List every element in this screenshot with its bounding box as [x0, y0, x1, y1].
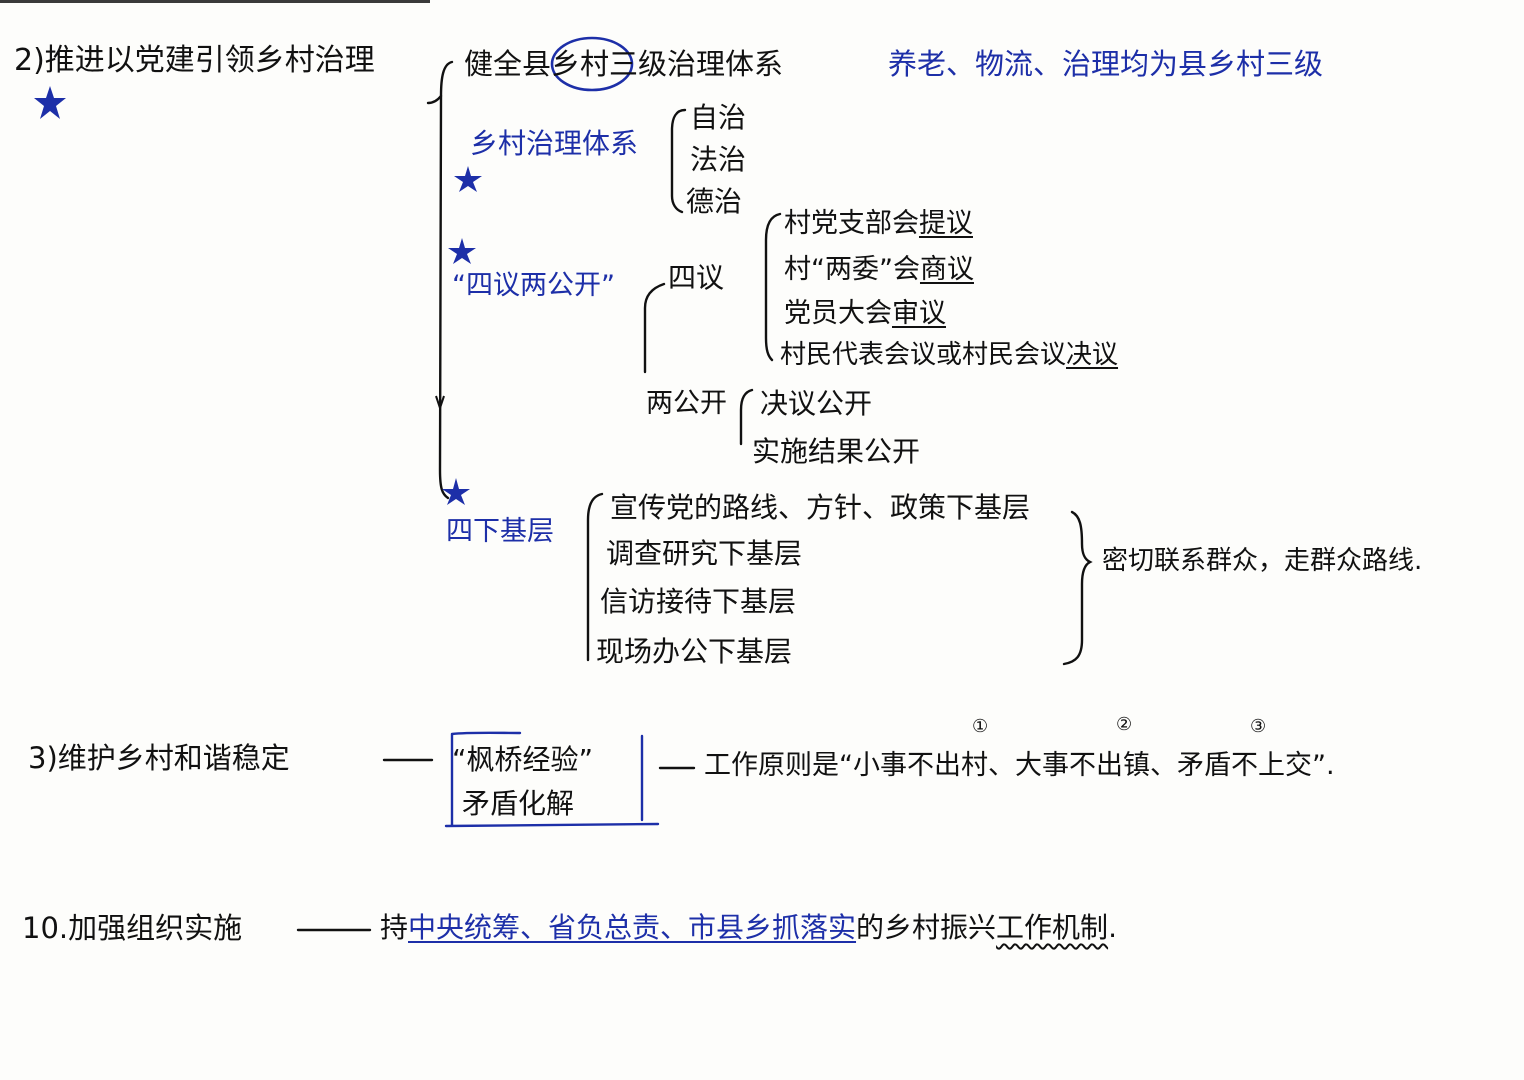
governance-item: 德治 [686, 185, 743, 218]
star-icon [454, 166, 482, 192]
section10-heading: 10.加强组织实施 [22, 911, 243, 945]
top-branch-prefix: 健全 [464, 47, 523, 81]
top-branch: 健全县乡村三级治理体系 [464, 50, 783, 79]
conflict-resolution-label: 矛盾化解 [462, 787, 575, 820]
top-edge-line [0, 0, 430, 3]
siyi-item: 党员大会审议 [784, 298, 946, 329]
top-branch-circled: 县乡村 [522, 47, 610, 81]
mechanism-wavy: 工作机制 [996, 911, 1109, 944]
mechanism-blue: 中央统筹、省负总责、市县乡抓落实 [408, 911, 857, 944]
liangkai-bracket [739, 388, 754, 446]
top-branch-suffix: 三级治理体系 [609, 47, 784, 81]
siyi-label: 四议 [668, 261, 725, 294]
four-down-item: 现场办公下基层 [596, 635, 793, 668]
four-down-close-bracket [1062, 510, 1093, 666]
mechanism-black: 的乡村振兴 [856, 911, 997, 944]
governance-label: 乡村治理体系 [470, 127, 639, 160]
siyi-item-keyword: 审议 [892, 298, 946, 329]
principle-1: 小事不出村 [853, 750, 988, 781]
section10-prefix: 持 [380, 911, 409, 944]
circle-highlight [550, 36, 634, 92]
siyi-item: 村党支部会提议 [784, 208, 973, 239]
fengqiao-box [444, 731, 660, 828]
four-down-summary: 密切联系群众，走群众路线. [1102, 546, 1423, 576]
principle-3: 矛盾不上交 [1177, 750, 1312, 781]
liangkai-item: 决议公开 [760, 387, 873, 420]
principle-prefix: 工作原则是“ [704, 750, 853, 781]
star-icon [34, 86, 66, 119]
marker-3: ③ [1250, 716, 1267, 737]
four-down-item: 宣传党的路线、方针、政策下基层 [610, 491, 1031, 524]
governance-bracket [670, 108, 687, 214]
principle-2: 大事不出镇 [1015, 750, 1150, 781]
four-down-label: 四下基层 [446, 516, 554, 547]
four-down-item: 调查研究下基层 [606, 537, 803, 570]
siyi-item: 村“两委”会商议 [784, 254, 974, 285]
siyi-item-keyword: 商议 [919, 254, 974, 285]
liangkai-label: 两公开 [646, 388, 727, 419]
siyi-bracket [643, 282, 666, 374]
governance-item: 自治 [690, 101, 747, 134]
marker-1: ① [972, 716, 989, 737]
siyi-liangkai-label: “四议两公开” [452, 270, 615, 301]
fengqiao-label: “枫桥经验” [452, 743, 594, 776]
four-down-bracket [586, 492, 604, 662]
marker-2: ② [1116, 714, 1133, 735]
work-principle: 工作原则是“小事不出村、大事不出镇、矛盾不上交”. [704, 750, 1335, 781]
star-icon [448, 238, 476, 264]
liangkai-item: 实施结果公开 [752, 435, 921, 468]
four-down-item: 信访接待下基层 [600, 585, 797, 618]
siyi-item: 村民代表会议或村民会议决议 [780, 340, 1119, 370]
section10-body: 持中央统筹、省负总责、市县乡抓落实的乡村振兴工作机制. [380, 911, 1117, 944]
section3-heading: 3)维护乡村和谐稳定 [28, 741, 290, 775]
star-icon [442, 478, 470, 505]
star-icons [34, 86, 482, 505]
section2-heading: 2)推进以党建引领乡村治理 [14, 43, 375, 78]
top-branch-note: 养老、物流、治理均为县乡村三级 [888, 47, 1324, 81]
siyi-item-keyword: 提议 [919, 208, 973, 239]
main-bracket [438, 60, 454, 500]
governance-item: 法治 [690, 143, 747, 176]
siyi-items-bracket [764, 212, 782, 362]
siyi-item-keyword: 决议 [1066, 340, 1119, 370]
